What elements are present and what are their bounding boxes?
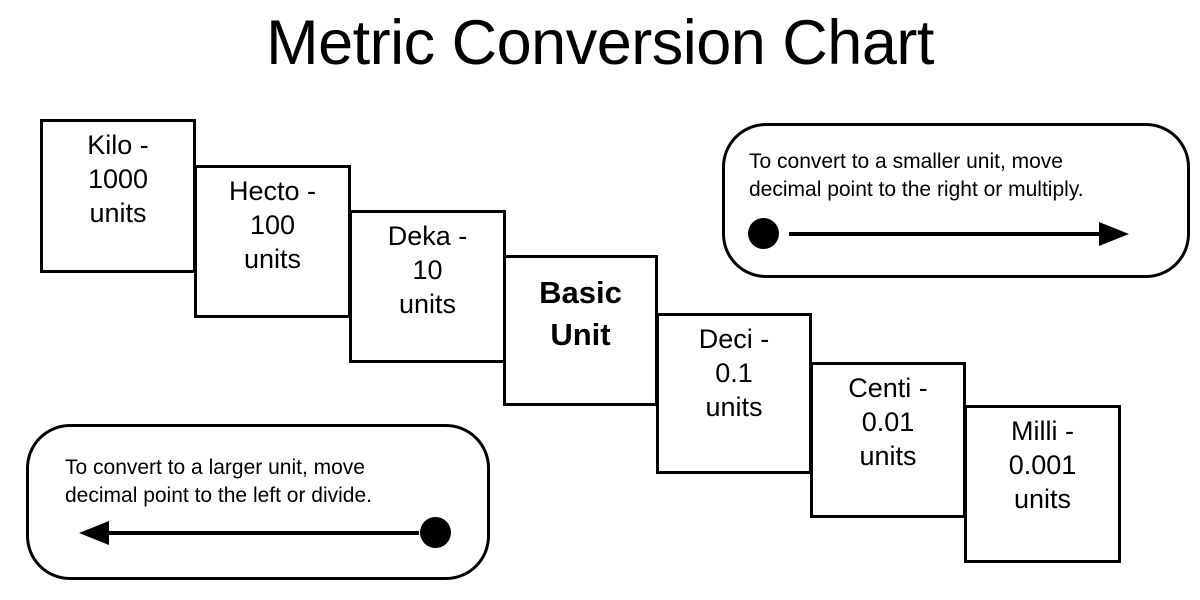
unit-box-deka: Deka - 10 units — [349, 210, 506, 363]
arrow-left-icon — [79, 521, 419, 545]
arrow-right-icon — [789, 222, 1129, 246]
unit-box-label: Basic Unit — [539, 275, 622, 352]
unit-box-label: Deka - 10 units — [387, 221, 468, 319]
callout-convert-smaller: To convert to a smaller unit, move decim… — [722, 123, 1190, 278]
unit-box-deci: Deci - 0.1 units — [656, 313, 812, 474]
start-dot-icon — [748, 218, 779, 249]
unit-box-milli: Milli - 0.001 units — [964, 405, 1121, 563]
unit-box-kilo: Kilo - 1000 units — [40, 119, 196, 273]
unit-box-label: Milli - 0.001 units — [1008, 416, 1077, 514]
callout-convert-smaller-text: To convert to a smaller unit, move decim… — [749, 150, 1084, 201]
unit-box-hecto: Hecto - 100 units — [194, 165, 351, 318]
unit-box-label: Kilo - 1000 units — [87, 130, 149, 228]
page-title: Metric Conversion Chart — [266, 8, 934, 78]
start-dot-icon — [420, 517, 451, 548]
callout-convert-larger-text: To convert to a larger unit, move decima… — [65, 456, 373, 507]
unit-box-label: Hecto - 100 units — [228, 176, 317, 274]
callout-convert-larger: To convert to a larger unit, move decima… — [26, 424, 490, 580]
unit-box-label: Deci - 0.1 units — [698, 324, 770, 422]
unit-box-basic-unit: Basic Unit — [503, 255, 658, 406]
unit-box-label: Centi - 0.01 units — [848, 373, 928, 471]
unit-box-centi: Centi - 0.01 units — [810, 362, 966, 518]
